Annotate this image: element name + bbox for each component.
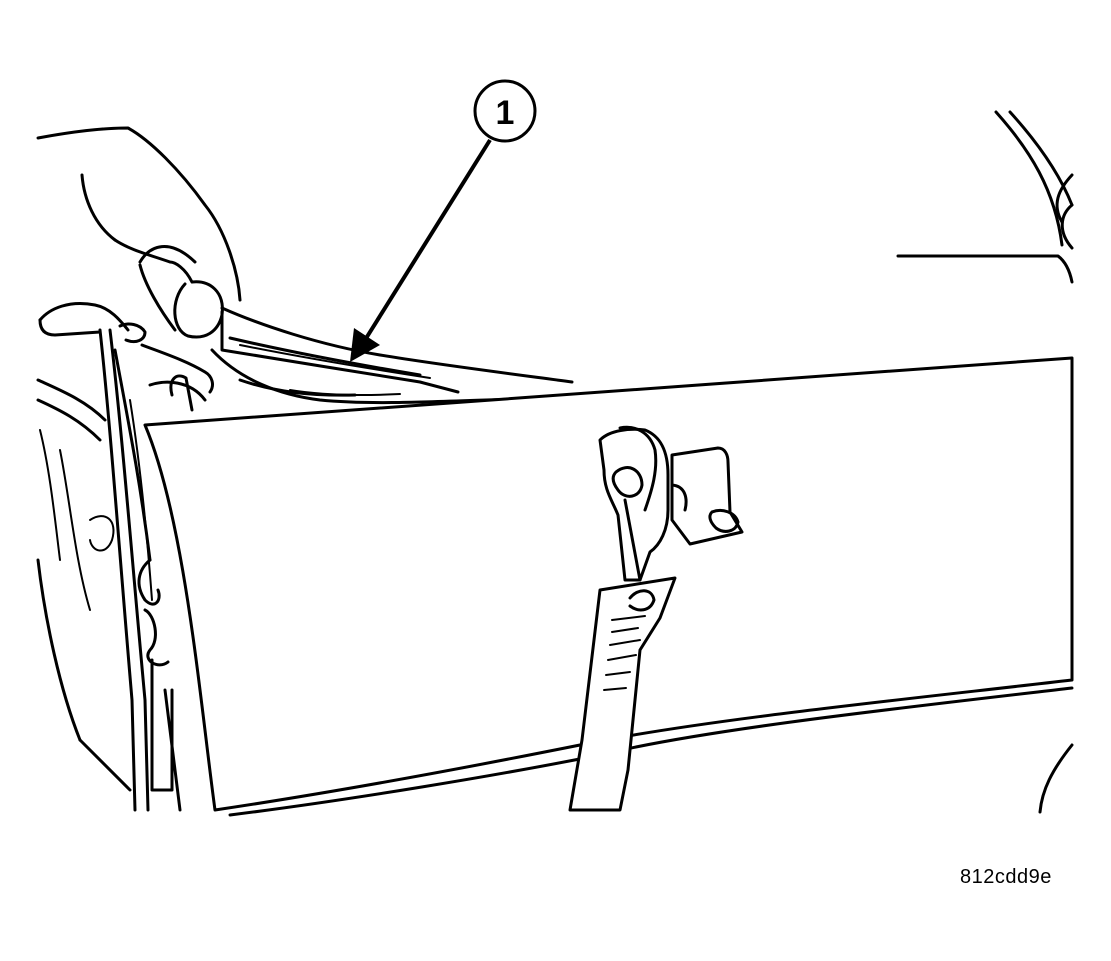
figure-code: 812cdd9e [960, 866, 1052, 888]
callout-arrowhead [350, 328, 380, 362]
release-strap [568, 425, 677, 812]
callout-number: 1 [496, 94, 515, 132]
latch-bracket [670, 446, 744, 546]
callout-1: 1 [350, 79, 537, 362]
vehicle-body-left [36, 328, 194, 812]
hand [36, 126, 242, 402]
weatherstrip-seal [210, 306, 574, 405]
callout-circle [473, 79, 537, 143]
callout-leader-line [363, 138, 492, 342]
vehicle-body-right [896, 110, 1074, 814]
